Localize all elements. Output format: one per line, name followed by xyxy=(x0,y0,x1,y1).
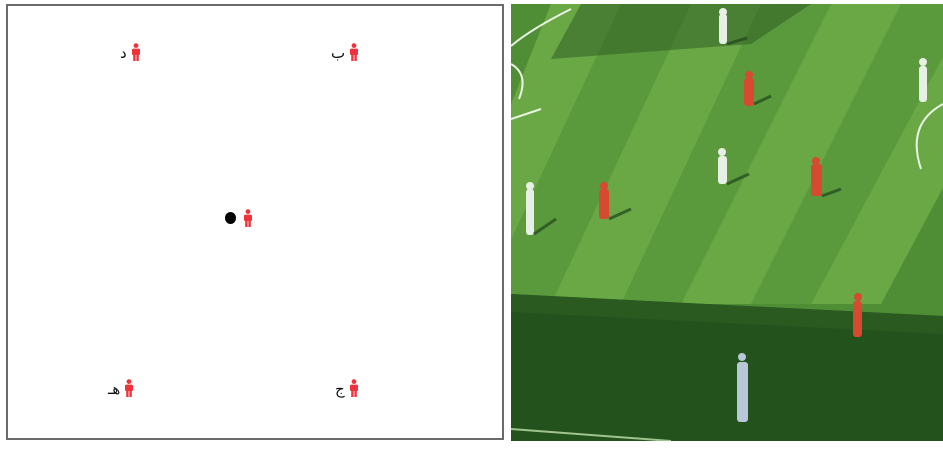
player-label: ب xyxy=(331,46,345,61)
pitch-scene xyxy=(511,4,943,441)
player-marker-center xyxy=(243,209,253,227)
player-marker-top-left: د xyxy=(120,43,141,61)
player-icon xyxy=(349,379,359,397)
player-marker-top-right: ب xyxy=(331,43,359,61)
player-icon xyxy=(124,379,134,397)
ball-icon xyxy=(225,212,236,224)
player-label: ج xyxy=(335,382,345,397)
player-label: د xyxy=(120,46,127,61)
formation-diagram: د ب هـ xyxy=(6,4,504,440)
player-marker-bottom-right: ج xyxy=(335,379,359,397)
player-icon xyxy=(243,209,253,227)
match-photo xyxy=(511,4,943,441)
player-icon xyxy=(349,43,359,61)
player-icon xyxy=(131,43,141,61)
player-marker-bottom-left: هـ xyxy=(108,379,134,397)
player-label: هـ xyxy=(108,382,120,397)
